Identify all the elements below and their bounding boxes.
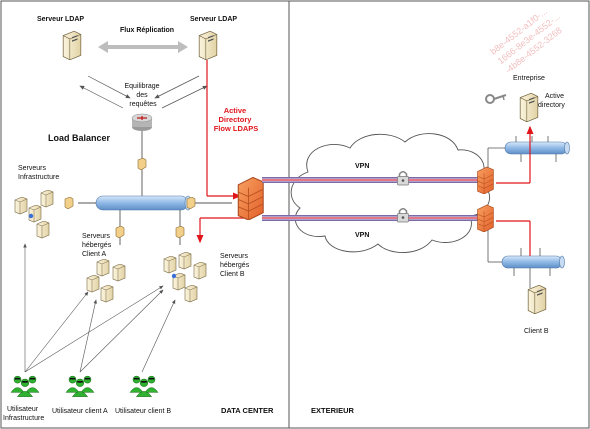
- vpn-top-label: VPN: [355, 163, 369, 170]
- lb-connector-icon: [137, 158, 147, 170]
- hosted-b-servers-icon: [163, 252, 207, 303]
- zone-exterior-label: EXTERIEUR: [311, 406, 355, 415]
- infra-servers-label: Serveurs Infrastructure: [18, 165, 59, 181]
- firewall-connector-icon: [186, 197, 196, 209]
- load-balancer-label: Load Balancer: [48, 133, 111, 143]
- ad-return-flow: [496, 125, 534, 184]
- ldap-right-server-icon: [198, 31, 218, 60]
- hosted-a-servers-icon: [86, 259, 126, 303]
- replication-arrow: [98, 41, 188, 53]
- datacenter-bus: [95, 195, 192, 211]
- enterprise-firewall-icon: [477, 166, 494, 194]
- enterprise-bus: [504, 141, 570, 155]
- datacenter-firewall-icon: [237, 176, 264, 220]
- infra-connector-icon: [64, 197, 74, 209]
- user-arrows: [23, 243, 176, 373]
- client-b-label: Client B: [524, 328, 549, 335]
- balancing-arrows: [79, 75, 208, 109]
- active-directory-server-icon: [519, 93, 539, 122]
- balancing-label: Equilibrage des requêtes: [125, 83, 162, 108]
- vpn-bottom-label: VPN: [355, 232, 369, 239]
- user-client-b-label: Utilisateur client B: [115, 408, 171, 415]
- active-directory-label: Active directory: [538, 93, 566, 109]
- enterprise-label: Entreprise: [513, 75, 545, 82]
- client-b-connector-icon: [175, 226, 185, 238]
- user-client-b-icon: [129, 375, 159, 398]
- client-b-bus-ticks: [487, 230, 551, 276]
- client-b-server-icon: [527, 285, 547, 314]
- replication-label: Flux Réplication: [120, 27, 174, 34]
- user-infra-label: Utilisateur Infrastructure: [3, 406, 44, 422]
- hosted-b-label: Serveurs hébergés Client B: [220, 253, 251, 278]
- client-b-firewall-icon: [477, 204, 494, 232]
- zone-datacenter-label: DATA CENTER: [221, 406, 274, 415]
- user-client-a-icon: [65, 375, 95, 398]
- hosted-a-label: Serveurs hébergés Client A: [82, 233, 113, 258]
- client-b-flow: [496, 220, 531, 256]
- enterprise-bus-ticks: [488, 136, 557, 162]
- user-infra-icon: [10, 375, 40, 398]
- watermark: b8e-4552-a1f0-... 1666-8e3e-4552-... -4b…: [488, 6, 563, 75]
- key-icon: [485, 94, 507, 104]
- vpn-cloud: [290, 133, 490, 253]
- ldap-right-label: Serveur LDAP: [190, 16, 237, 23]
- ad-flow-outbound: [206, 60, 242, 200]
- infra-servers-icon: [14, 190, 54, 239]
- load-balancer-router-icon: [131, 113, 153, 131]
- user-client-a-label: Utilisateur client A: [52, 408, 108, 415]
- ad-flow-label: Active Directory Flow LDAPS: [214, 106, 259, 133]
- ldap-left-label: Serveur LDAP: [37, 16, 84, 23]
- ad-flow-inbound: [196, 217, 248, 244]
- client-b-bus: [501, 255, 565, 269]
- ldap-left-server-icon: [62, 31, 82, 60]
- client-a-connector-icon: [115, 226, 125, 238]
